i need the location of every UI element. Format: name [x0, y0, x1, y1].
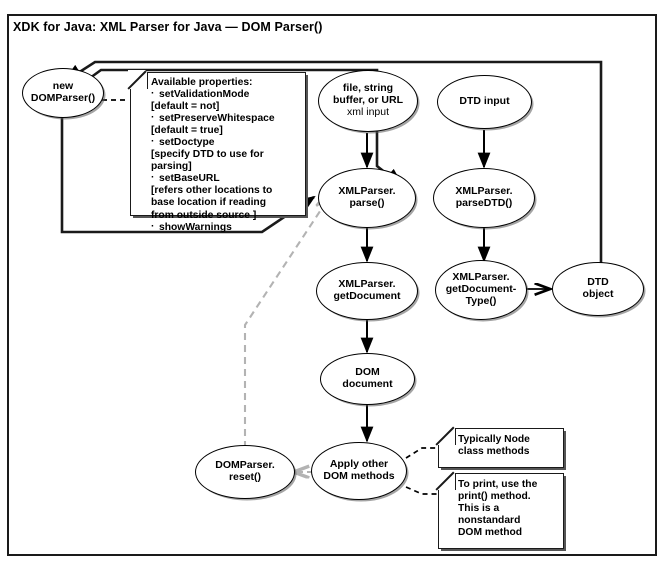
property-name: showWarnings: [159, 221, 232, 233]
node-xml-input-line2: buffer, or URL: [333, 94, 403, 107]
note-line: class methods: [458, 446, 530, 458]
node-parse-dtd-line2: parseDTD(): [455, 197, 513, 209]
node-reset-line2: reset(): [228, 471, 262, 483]
node-dom-document[interactable]: DOM document: [320, 353, 415, 405]
property-name: setValidationMode: [159, 89, 250, 101]
note-line: Typically Node: [458, 434, 530, 445]
node-new-domparser-line2: DOMParser(): [30, 92, 96, 104]
node-dtd-object-line2: object: [582, 288, 614, 300]
edge-reset-to-parse: [243, 196, 330, 448]
node-dtd-object-line1: DTD: [587, 276, 609, 289]
note-line: print() method.: [458, 491, 531, 503]
property-detail: [default = true]: [151, 125, 223, 137]
note-fold-icon: [436, 426, 456, 445]
property-name: setDoctype: [159, 137, 215, 149]
node-xml-input[interactable]: file, string buffer, or URL xml input: [318, 70, 418, 132]
node-dom-document-line2: document: [342, 378, 393, 390]
node-dtd-object[interactable]: DTD object: [552, 262, 644, 316]
note-fold-icon: [128, 70, 148, 89]
node-get-document-line1: XMLParser.: [338, 278, 396, 291]
list-item: setPreserveWhitespace [default = true]: [151, 112, 300, 137]
note-properties-header: Available properties:: [151, 77, 253, 88]
node-apply-other-line1: Apply other: [329, 458, 389, 471]
node-dom-document-line1: DOM: [355, 366, 380, 379]
node-new-domparser[interactable]: new DOMParser(): [22, 68, 104, 118]
node-parse-dtd-line1: XMLParser.: [455, 185, 513, 198]
node-xml-input-sub: xml input: [346, 105, 389, 118]
property-detail: [specify DTD to use for: [151, 149, 264, 161]
node-get-document-type-line3: Type(): [465, 294, 497, 307]
node-xmlparser-parsedtd[interactable]: XMLParser. parseDTD(): [433, 168, 535, 228]
node-reset-line1: DOMParser.: [215, 459, 275, 472]
property-detail: [default = not]: [151, 101, 220, 113]
note-line: To print, use the: [458, 479, 538, 490]
property-name: setPreserveWhitespace: [159, 113, 275, 125]
node-parse-line2: parse(): [349, 197, 385, 209]
leader-apply-other-to-print-note: [405, 486, 438, 495]
list-item: showWarnings: [151, 221, 300, 234]
leader-apply-other-to-node-note: [405, 447, 438, 459]
node-domparser-reset[interactable]: DOMParser. reset(): [195, 445, 295, 499]
node-dtd-input[interactable]: DTD input: [437, 75, 532, 129]
node-get-document-type-line1: XMLParser.: [452, 271, 510, 284]
note-to-print-use-print-method: To print, use the print() method. This i…: [436, 471, 564, 549]
node-parse-line1: XMLParser.: [338, 185, 396, 198]
node-apply-other-dom-methods[interactable]: Apply other DOM methods: [311, 442, 407, 500]
list-item: setBaseURL [refers other locations to ba…: [151, 172, 300, 221]
note-line: DOM method: [458, 527, 523, 539]
list-item: setValidationMode [default = not]: [151, 88, 300, 113]
note-fold-icon: [436, 471, 456, 490]
node-get-document-type-line2: getDocument-: [445, 283, 517, 296]
property-detail-2: base location if reading: [151, 197, 267, 209]
node-xmlparser-getdocument[interactable]: XMLParser. getDocument: [316, 262, 418, 320]
note-properties-list: setValidationMode [default = not] setPre…: [151, 88, 300, 234]
note-typically-node-class-methods: Typically Node class methods: [436, 426, 564, 468]
node-apply-other-line2: DOM methods: [323, 470, 395, 482]
property-detail-2: parsing]: [151, 161, 192, 173]
node-new-domparser-line1: new: [52, 80, 74, 93]
node-dtd-input-line1: DTD input: [459, 95, 510, 108]
node-xmlparser-getdocumenttype[interactable]: XMLParser. getDocument- Type(): [435, 260, 527, 320]
note-line: This is a: [458, 503, 500, 515]
note-available-properties: Available properties: setValidationMode …: [128, 70, 306, 233]
node-xml-input-line1: file, string: [342, 82, 394, 95]
note-line: nonstandard: [458, 515, 521, 527]
property-detail: [refers other locations to: [151, 185, 273, 197]
property-detail-3: from outside source ]: [151, 209, 257, 221]
node-xmlparser-parse[interactable]: XMLParser. parse(): [318, 168, 416, 228]
property-name: setBaseURL: [159, 173, 220, 185]
node-get-document-line2: getDocument: [333, 290, 401, 302]
diagram-title: XDK for Java: XML Parser for Java — DOM …: [13, 20, 323, 34]
list-item: setDoctype [specify DTD to use for parsi…: [151, 136, 300, 173]
